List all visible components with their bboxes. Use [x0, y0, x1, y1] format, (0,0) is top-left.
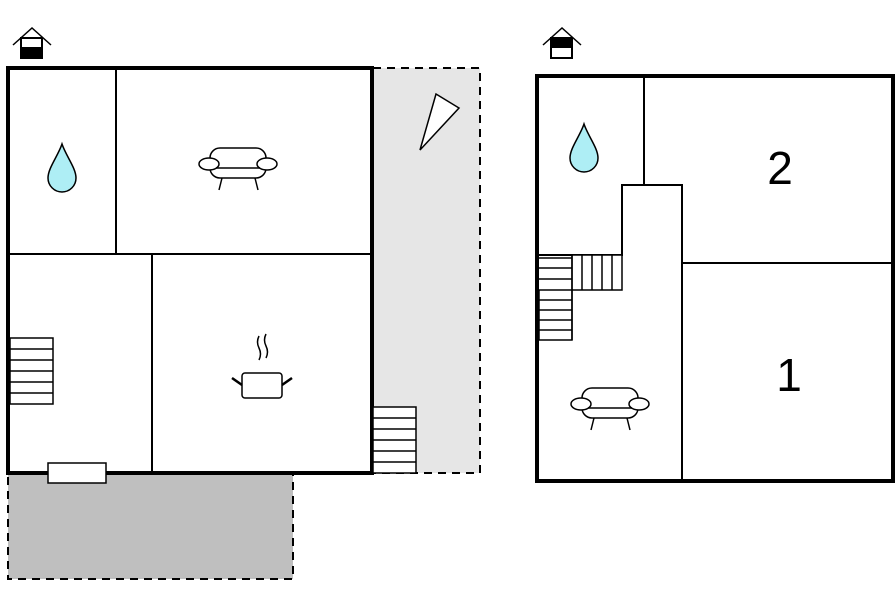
upper-floor-outline — [535, 74, 895, 483]
living-room-sofa-icon — [570, 387, 650, 431]
upper-floor-plan: 2 1 — [535, 26, 895, 483]
bathroom-water-drop-icon — [47, 141, 77, 193]
bedroom-1-label: 1 — [776, 349, 802, 401]
ground-floor-plan — [6, 26, 481, 580]
kitchen-pot-icon — [231, 333, 293, 399]
house-entrance-icon — [12, 26, 52, 59]
living-room-sofa-icon — [198, 147, 278, 191]
patio-area — [7, 472, 294, 580]
staircase-icon — [9, 337, 54, 405]
entrance-door — [47, 462, 107, 484]
bedroom-2-label: 2 — [767, 142, 793, 194]
staircase-icon — [538, 254, 623, 341]
terrace-staircase-icon — [372, 406, 417, 474]
bathroom-water-drop-icon — [569, 121, 599, 173]
direction-pennant-icon — [419, 92, 461, 151]
ground-floor-outline — [6, 66, 374, 475]
house-upper-floor-icon — [542, 26, 582, 59]
